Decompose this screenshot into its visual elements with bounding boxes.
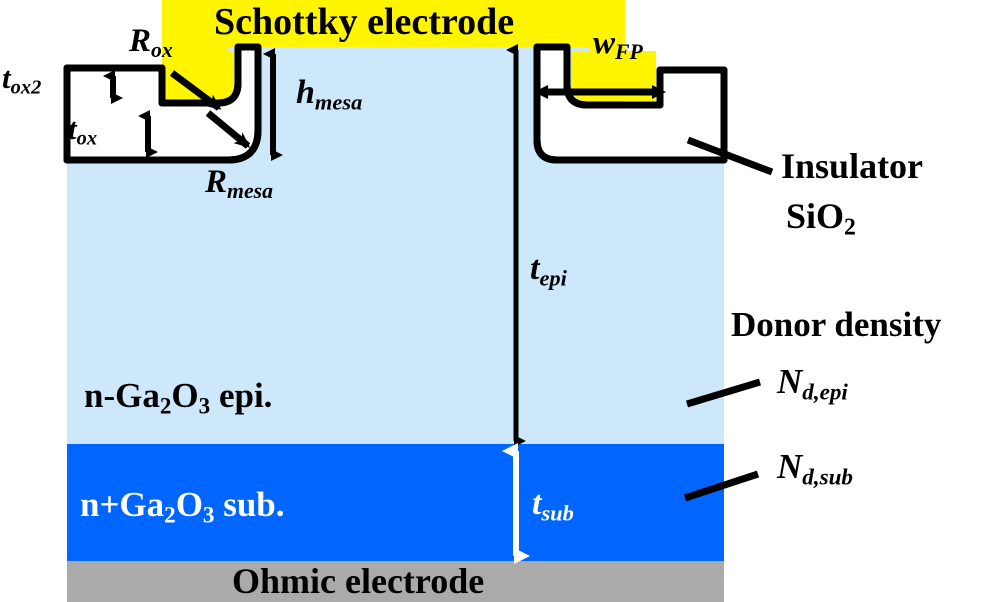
nd-sub-symbol: N	[777, 447, 803, 486]
nd-sub-subscript: d,sub	[802, 463, 853, 490]
sub-label-sub1: 2	[164, 501, 176, 528]
epi-label-sub2: 3	[198, 392, 211, 419]
t-epi-symbol: t	[530, 250, 540, 287]
t-epi-label: tepi	[530, 252, 567, 290]
left-trench-yellow-infill2	[162, 51, 234, 99]
sub-label-post: sub.	[214, 485, 285, 524]
w-fp-symbol: w	[593, 25, 616, 61]
sub-label-mid: O	[175, 485, 203, 524]
substrate-layer-region	[67, 444, 724, 561]
w-fp-subscript: FP	[615, 40, 643, 65]
t-sub-subscript: sub	[541, 500, 574, 526]
epi-label-post: epi.	[210, 376, 273, 415]
r-ox-pointer-arrow	[169, 70, 222, 111]
insulator-label-line1: Insulator	[781, 146, 924, 186]
nd-epi-subscript: d,epi	[802, 378, 848, 405]
r-mesa-subscript: mesa	[227, 179, 273, 204]
insulator-leader-line	[686, 136, 774, 176]
w-fp-label: wFP	[593, 27, 643, 64]
h-mesa-symbol: h	[296, 74, 315, 111]
r-mesa-label: Rmesa	[205, 166, 273, 203]
t-ox2-label: tox2	[2, 62, 41, 98]
r-ox-subscript: ox	[151, 38, 173, 63]
donor-density-title: Donor density	[731, 305, 942, 344]
t-ox-label: tox	[68, 113, 97, 149]
t-ox-subscript: ox	[76, 127, 98, 150]
r-mesa-pointer-arrow	[205, 110, 251, 149]
epi-label-mid: O	[171, 376, 199, 415]
t-ox2-symbol: t	[2, 60, 11, 95]
nd-sub-label: Nd,sub	[777, 449, 853, 489]
h-mesa-label: hmesa	[296, 76, 362, 114]
sio2-subscript: 2	[844, 214, 856, 241]
substrate-layer-label: n+Ga2O3 sub.	[80, 487, 285, 527]
nd-epi-leader-line	[685, 378, 762, 408]
sio2-text: SiO	[786, 196, 845, 236]
schottky-electrode-band	[162, 0, 625, 47]
epi-label-pre: n-Ga	[84, 376, 160, 415]
r-ox-label: Rox	[129, 25, 173, 62]
schottky-electrode-label: Schottky electrode	[214, 1, 515, 43]
epi-label-sub1: 2	[159, 392, 172, 419]
t-sub-label: tsub	[532, 487, 574, 525]
r-ox-symbol: R	[129, 23, 152, 59]
t-ox2-subscript: ox2	[10, 76, 42, 99]
sub-label-pre: n+Ga	[80, 485, 165, 524]
ohmic-electrode-label: Ohmic electrode	[232, 561, 485, 601]
h-mesa-subscript: mesa	[314, 89, 363, 115]
insulator-label-line2: SiO2	[786, 198, 856, 240]
t-sub-symbol: t	[532, 485, 542, 522]
t-epi-subscript: epi	[539, 265, 567, 291]
r-mesa-symbol: R	[205, 164, 228, 200]
ohmic-electrode-region	[67, 561, 724, 602]
nd-sub-leader-line	[683, 470, 760, 502]
epi-layer-label: n-Ga2O3 epi.	[84, 378, 272, 418]
sub-label-sub2: 3	[202, 501, 215, 528]
nd-epi-label: Nd,epi	[777, 364, 848, 404]
nd-epi-symbol: N	[777, 362, 803, 401]
t-ox-symbol: t	[68, 111, 77, 146]
